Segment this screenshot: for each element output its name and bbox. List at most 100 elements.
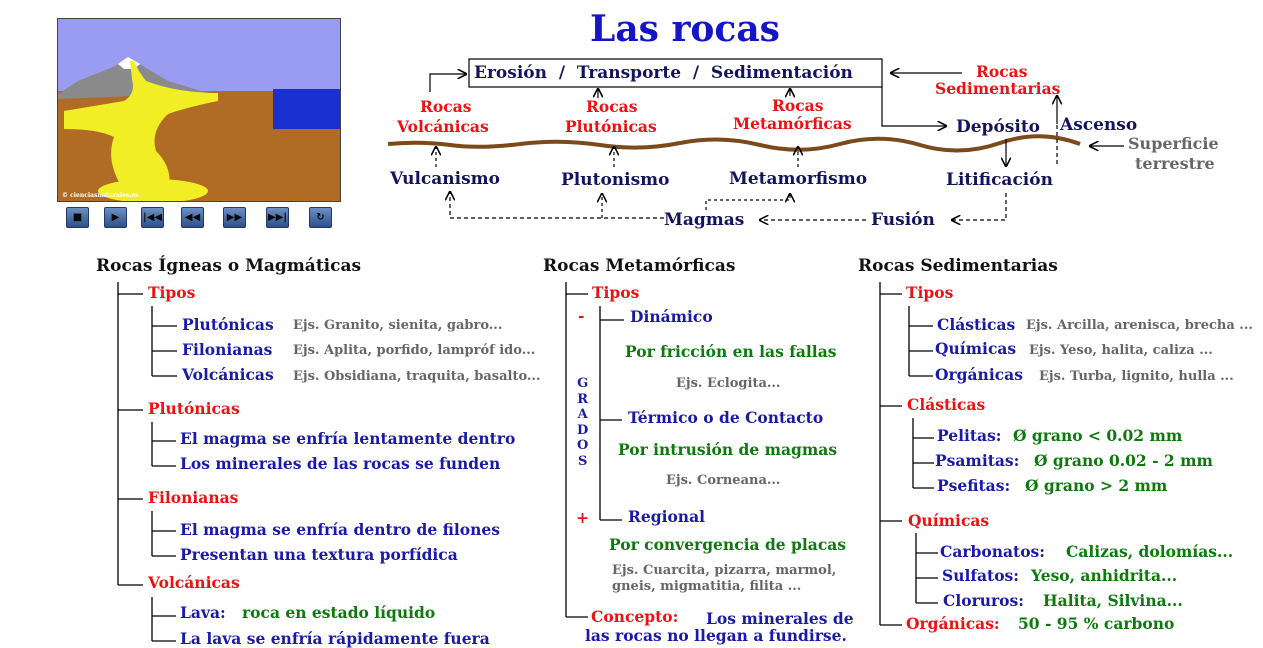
- sedimentarias-quimicas-heading: Químicas: [908, 511, 990, 530]
- superficie-label-1: Superficie: [1128, 134, 1219, 153]
- metamorficas-regional-ejemplos-1: Ejs. Cuarcita, pizarra, marmol,: [612, 563, 837, 578]
- play-button[interactable]: ▶: [104, 207, 127, 228]
- igneas-volcanicas: Volcánicas: [182, 365, 274, 384]
- sedimentarias-clasticas-heading: Clásticas: [907, 395, 986, 414]
- grados-letter: S: [577, 453, 588, 469]
- rocas-metamorficas-label-1: Rocas: [772, 96, 824, 115]
- rocas-plutonicas-label-2: Plutónicas: [565, 117, 657, 136]
- sedimentarias-quimicas-ejemplos: Ejs. Yeso, halita, caliza ...: [1029, 343, 1213, 358]
- ground-line: [387, 134, 1081, 153]
- sedimentarias-pelitas-value: Ø grano < 0.02 mm: [1013, 426, 1183, 445]
- metamorfismo-label: Metamorfismo: [729, 169, 868, 189]
- igneas-plutonicas-ejemplos: Ejs. Granito, sienita, gabro...: [293, 318, 503, 333]
- metamorficas-regional-ejemplos-2: gneis, migmatitia, filita ...: [612, 579, 802, 594]
- rocas-metamorficas-label-2: Metamórficas: [733, 114, 852, 133]
- igneas-volcanicas-heading: Volcánicas: [148, 573, 240, 592]
- igneas-volcanicas-ejemplos: Ejs. Obsidiana, traquita, basalto...: [293, 369, 541, 384]
- litificacion-label: Litificación: [946, 170, 1053, 190]
- fusion-label: Fusión: [871, 210, 935, 230]
- magmas-label: Magmas: [664, 210, 745, 230]
- igneas-filonianas-item-1: El magma se enfría dentro de filones: [180, 520, 500, 539]
- rewind-start-button[interactable]: |◀◀: [141, 207, 164, 228]
- igneas-lava-text: roca en estado líquido: [242, 603, 436, 622]
- grados-letter: G: [577, 376, 589, 391]
- igneas-plutonicas-item-1: El magma se enfría lentamente dentro: [180, 429, 516, 448]
- igneas-filonianas-ejemplos: Ejs. Aplita, porfido, lampróf ido...: [293, 343, 536, 358]
- igneas-plutonicas-item-2: Los minerales de las rocas se funden: [180, 454, 501, 473]
- sedimentarias-heading: Rocas Sedimentarias: [858, 256, 1058, 276]
- igneas-tree: [117, 282, 177, 642]
- sedimentarias-organicas-heading: Orgánicas:: [906, 614, 1000, 633]
- rocas-plutonicas-label-1: Rocas: [586, 97, 638, 116]
- metamorficas-termico-ejemplos: Ejs. Corneana...: [666, 473, 781, 488]
- vulcanismo-label: Vulcanismo: [390, 169, 501, 189]
- igneas-volcanicas-item-2: La lava se enfría rápidamente fuera: [180, 629, 490, 648]
- sedimentarias-organicas-value: 50 - 95 % carbono: [1018, 614, 1175, 633]
- volcano-illustration: © cienciasnaturales.es: [58, 19, 340, 201]
- igneas-lava-label: Lava:: [180, 603, 226, 622]
- sedimentarias-sulfatos-value: Yeso, anhidrita...: [1031, 566, 1178, 585]
- grados-minus: -: [578, 306, 585, 325]
- metamorficas-dinamico: Dinámico: [630, 307, 713, 326]
- replay-button[interactable]: ↻: [309, 207, 332, 228]
- igneas-plutonicas-heading: Plutónicas: [148, 399, 240, 418]
- erosion-box: [468, 58, 883, 88]
- igneas-filonianas: Filonianas: [182, 340, 273, 359]
- metamorficas-regional: Regional: [628, 507, 706, 526]
- metamorficas-dinamico-desc: Por fricción en las fallas: [625, 342, 837, 361]
- metamorficas-concepto-text-1: Los minerales de: [706, 609, 854, 628]
- grados-letter: O: [577, 438, 589, 453]
- grados-plus: +: [576, 508, 589, 527]
- sedimentarias-psamitas-value: Ø grano 0.02 - 2 mm: [1034, 451, 1213, 470]
- sedimentarias-sulfatos-label: Sulfatos:: [942, 566, 1020, 585]
- grados-letter: R: [577, 391, 589, 407]
- metamorficas-termico-desc: Por intrusión de magmas: [618, 440, 838, 459]
- rocas-sedimentarias-label-1: Rocas: [976, 62, 1028, 81]
- sedimentarias-organicas-ejemplos: Ejs. Turba, lignito, hulla ...: [1039, 369, 1234, 384]
- deposito-label: Depósito: [956, 117, 1041, 137]
- metamorficas-regional-desc: Por convergencia de placas: [609, 535, 847, 554]
- forward-button[interactable]: ▶▶: [223, 207, 246, 228]
- sedimentarias-cloruros-value: Halita, Silvina...: [1043, 591, 1183, 610]
- sedimentarias-tipos: Tipos: [906, 283, 954, 302]
- page-title: Las rocas: [590, 8, 780, 50]
- grados-letter: A: [577, 407, 588, 422]
- video-watermark: © cienciasnaturales.es: [62, 192, 139, 199]
- sedimentarias-carbonatos-label: Carbonatos:: [940, 542, 1045, 561]
- metamorficas-heading: Rocas Metamórficas: [543, 256, 736, 276]
- ascenso-label: Ascenso: [1060, 115, 1138, 135]
- sedimentarias-carbonatos-value: Calizas, dolomías...: [1066, 542, 1234, 561]
- sedimentarias-quimicas: Químicas: [935, 339, 1017, 358]
- plutonismo-label: Plutonismo: [561, 170, 670, 190]
- rewind-button[interactable]: ◀◀: [181, 207, 204, 228]
- sedimentarias-psefitas-value: Ø grano > 2 mm: [1025, 476, 1168, 495]
- sedimentarias-clasticas: Clásticas: [937, 315, 1016, 334]
- superficie-label-2: terrestre: [1135, 154, 1215, 173]
- sedimentarias-psefitas-label: Psefitas:: [937, 476, 1011, 495]
- grados-letter: D: [577, 422, 589, 438]
- igneas-tipos: Tipos: [148, 283, 196, 302]
- metamorficas-tipos: Tipos: [592, 283, 640, 302]
- forward-end-button[interactable]: ▶▶|: [266, 207, 289, 228]
- rocas-volcanicas-label-1: Rocas: [420, 97, 472, 116]
- metamorficas-termico: Térmico o de Contacto: [628, 408, 824, 427]
- metamorficas-dinamico-ejemplos: Ejs. Eclogita...: [676, 376, 781, 391]
- metamorficas-tree: [565, 282, 624, 618]
- sedimentarias-clasticas-ejemplos: Ejs. Arcilla, arenisca, brecha ...: [1026, 318, 1253, 333]
- igneas-heading: Rocas Ígneas o Magmáticas: [96, 256, 362, 276]
- igneas-filonianas-heading: Filonianas: [148, 488, 239, 507]
- sedimentarias-cloruros-label: Cloruros:: [943, 591, 1024, 610]
- rocas-volcanicas-label-2: Volcánicas: [397, 117, 489, 136]
- video-panel[interactable]: © cienciasnaturales.es: [57, 18, 341, 202]
- sedimentarias-tree: [879, 282, 938, 626]
- sedimentarias-psamitas-label: Psamitas:: [935, 451, 1020, 470]
- sedimentarias-organicas: Orgánicas: [935, 365, 1023, 384]
- metamorficas-concepto-label: Concepto:: [591, 607, 679, 626]
- stop-button[interactable]: ■: [66, 207, 89, 228]
- rocas-sedimentarias-label-2: Sedimentarias: [935, 79, 1061, 98]
- sedimentarias-pelitas-label: Pelitas:: [937, 426, 1002, 445]
- erosion-label: Erosión / Transporte / Sedimentación: [474, 63, 853, 83]
- igneas-plutonicas: Plutónicas: [182, 315, 274, 334]
